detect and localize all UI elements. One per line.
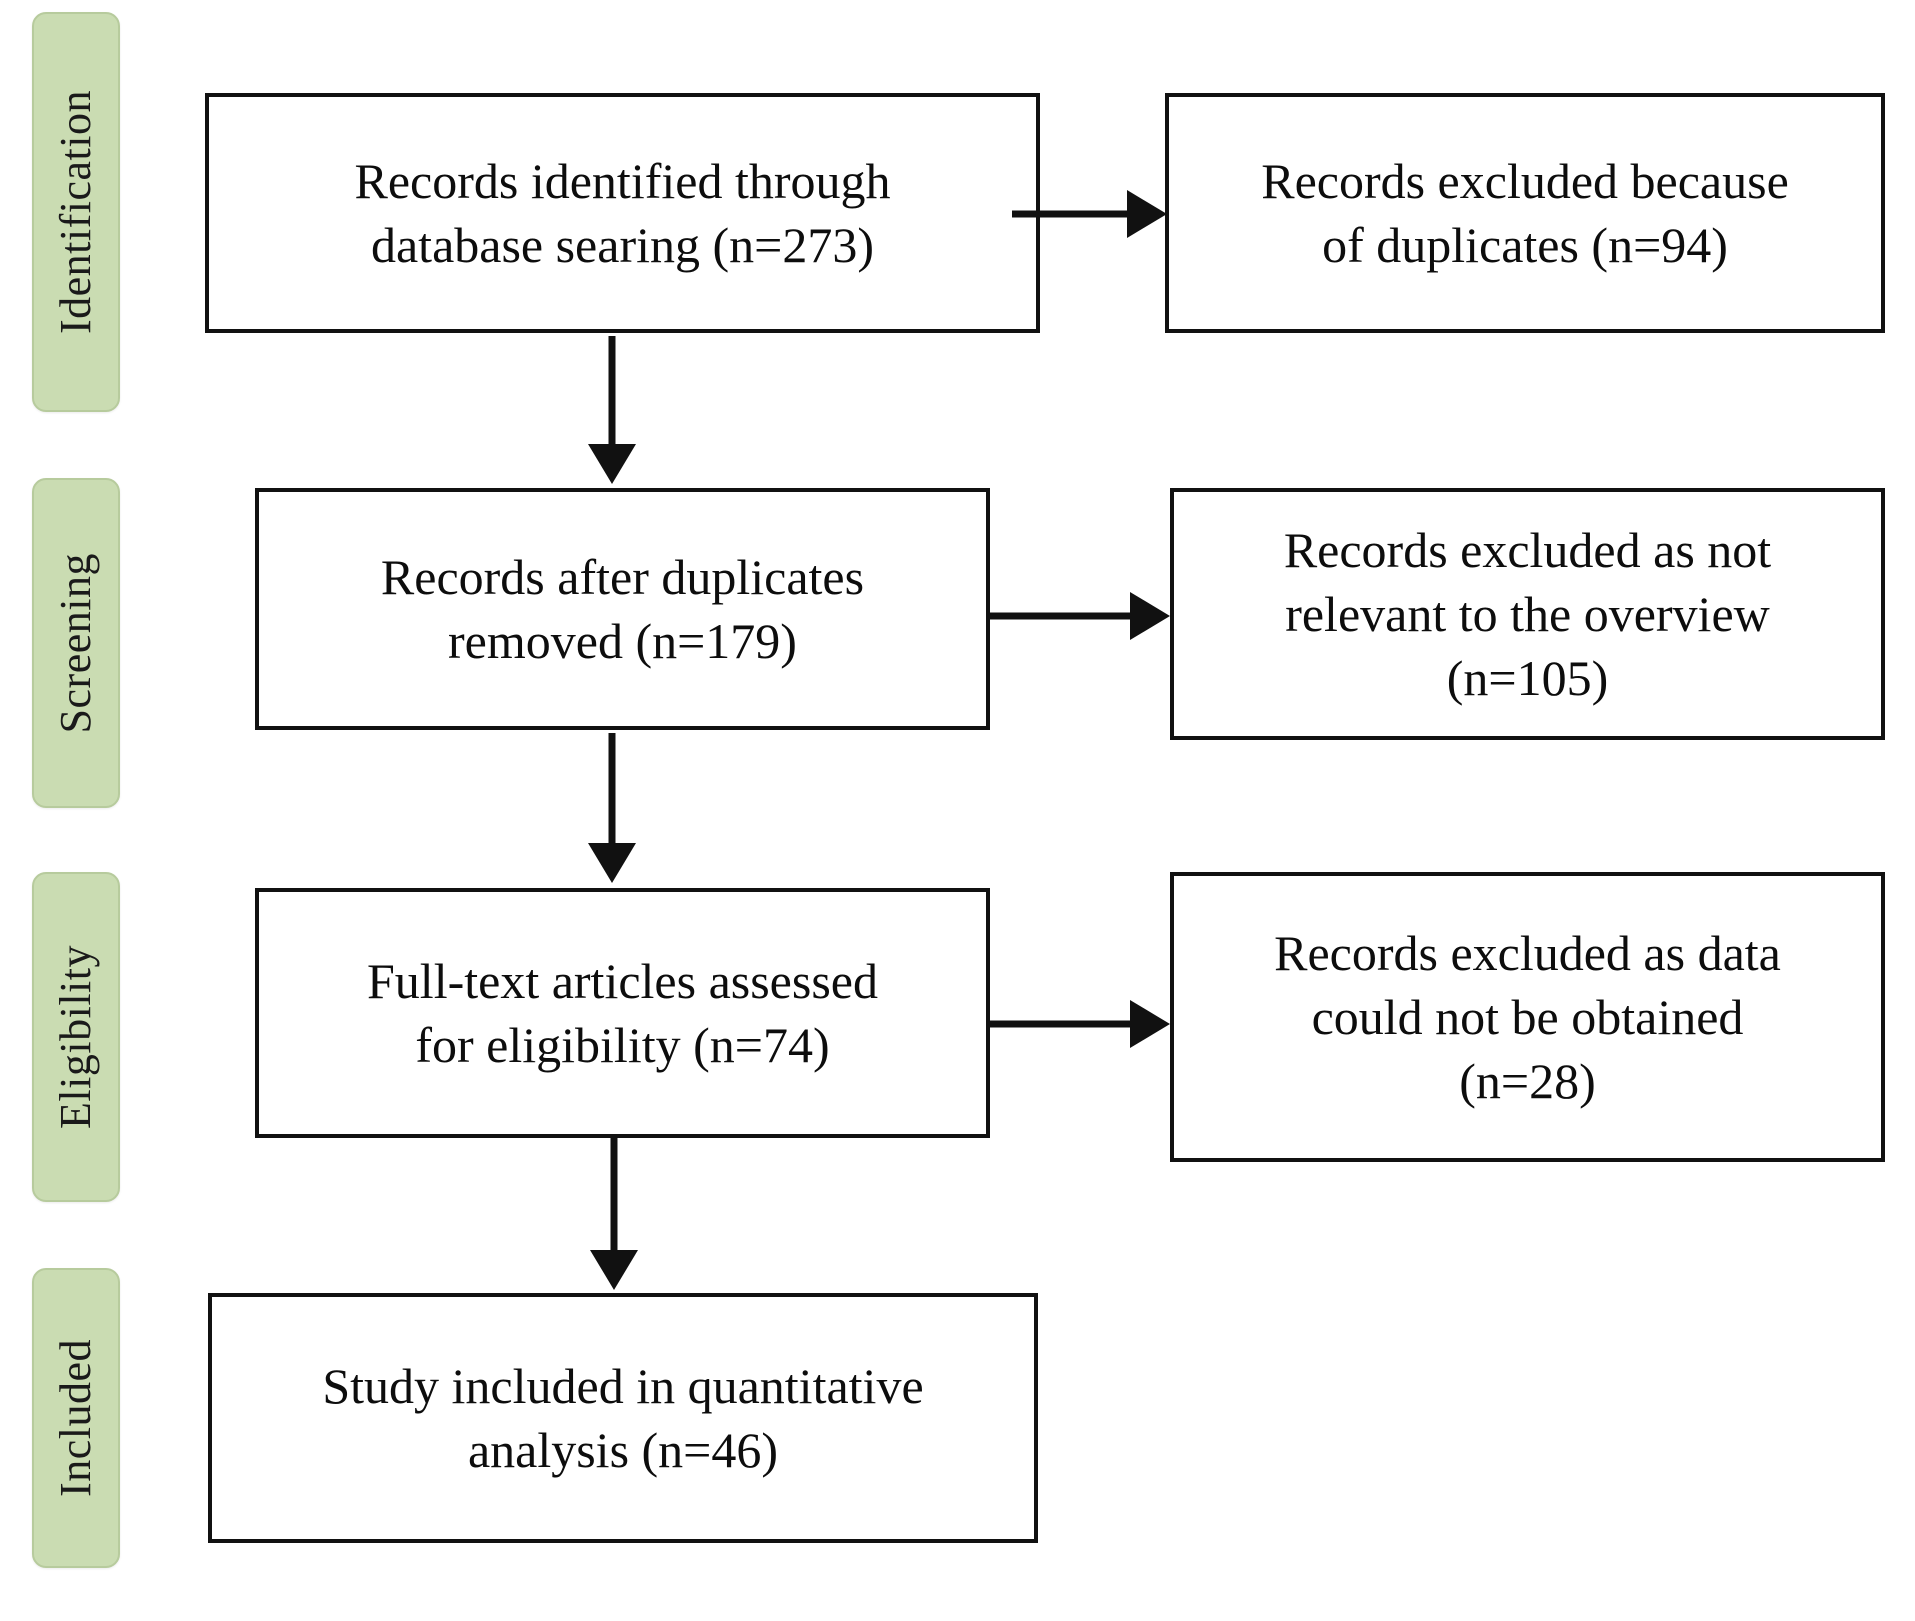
box-fulltext-assessed-line1: Full-text articles assessed <box>367 953 878 1009</box>
box-records-excluded-duplicates-line1: Records excluded because <box>1261 153 1789 209</box>
stage-label-identification: Identification <box>32 12 120 412</box>
box-records-identified-text: Records identified through database sear… <box>355 149 891 277</box>
box-records-excluded-no-data-line3: (n=28) <box>1459 1053 1596 1109</box>
arrow-shaft <box>608 336 616 446</box>
box-records-identified-line1: Records identified through <box>354 153 891 209</box>
box-records-identified: Records identified through database sear… <box>205 93 1040 333</box>
box-study-included-quantitative-line1: Study included in quantitative <box>322 1358 924 1414</box>
stage-label-identification-text: Identification <box>51 89 100 334</box>
box-records-excluded-duplicates-text: Records excluded because of duplicates (… <box>1261 149 1789 277</box>
box-study-included-quantitative-line2: analysis (n=46) <box>467 1422 779 1478</box>
arrow-after-duplicates-to-excluded-not-relevant <box>988 592 1170 640</box>
arrow-head <box>1130 592 1170 640</box>
box-records-excluded-not-relevant: Records excluded as not relevant to the … <box>1170 488 1885 740</box>
box-records-excluded-no-data: Records excluded as data could not be ob… <box>1170 872 1885 1162</box>
arrow-shaft <box>608 733 616 845</box>
box-records-after-duplicates-text: Records after duplicates removed (n=179) <box>381 545 864 673</box>
stage-label-eligibility-text: Eligibility <box>51 945 100 1129</box>
arrow-fulltext-to-included <box>590 1135 638 1290</box>
box-records-identified-line2: database searing (n=273) <box>370 217 874 273</box>
box-records-after-duplicates: Records after duplicates removed (n=179) <box>255 488 990 730</box>
arrow-shaft <box>1012 210 1137 218</box>
box-records-excluded-no-data-line1: Records excluded as data <box>1274 925 1781 981</box>
arrow-head <box>590 1250 638 1290</box>
stage-label-included-text: Included <box>51 1339 100 1497</box>
arrow-head <box>1127 190 1167 238</box>
stage-label-included: Included <box>32 1268 120 1568</box>
box-records-after-duplicates-line1: Records after duplicates <box>380 549 865 605</box>
box-study-included-quantitative-text: Study included in quantitative analysis … <box>322 1354 923 1482</box>
box-records-excluded-duplicates: Records excluded because of duplicates (… <box>1165 93 1885 333</box>
arrow-shaft <box>610 1135 618 1252</box>
stage-label-screening-text: Screening <box>51 552 100 734</box>
arrow-fulltext-to-excluded-no-data <box>988 1000 1170 1048</box>
arrow-identified-to-after-duplicates <box>588 336 636 484</box>
box-fulltext-assessed: Full-text articles assessed for eligibil… <box>255 888 990 1138</box>
box-records-after-duplicates-line2: removed (n=179) <box>448 613 797 669</box>
box-study-included-quantitative: Study included in quantitative analysis … <box>208 1293 1038 1543</box>
arrow-shaft <box>988 1020 1140 1028</box>
box-fulltext-assessed-line2: for eligibility (n=74) <box>415 1017 830 1073</box>
box-records-excluded-duplicates-line2: of duplicates (n=94) <box>1322 217 1728 273</box>
box-records-excluded-no-data-line2: could not be obtained <box>1311 989 1744 1045</box>
arrow-shaft <box>988 612 1140 620</box>
arrow-identified-to-excluded-duplicates <box>1012 190 1167 238</box>
stage-label-screening: Screening <box>32 478 120 808</box>
arrow-head <box>588 444 636 484</box>
box-records-excluded-not-relevant-line3: (n=105) <box>1446 650 1609 706</box>
box-records-excluded-not-relevant-line2: relevant to the overview <box>1285 586 1770 642</box>
box-records-excluded-not-relevant-text: Records excluded as not relevant to the … <box>1284 518 1771 710</box>
stage-label-eligibility: Eligibility <box>32 872 120 1202</box>
box-records-excluded-not-relevant-line1: Records excluded as not <box>1283 522 1772 578</box>
arrow-head <box>1130 1000 1170 1048</box>
arrow-after-duplicates-to-fulltext <box>588 733 636 883</box>
arrow-head <box>588 843 636 883</box>
box-records-excluded-no-data-text: Records excluded as data could not be ob… <box>1274 921 1781 1113</box>
box-fulltext-assessed-text: Full-text articles assessed for eligibil… <box>367 949 878 1077</box>
